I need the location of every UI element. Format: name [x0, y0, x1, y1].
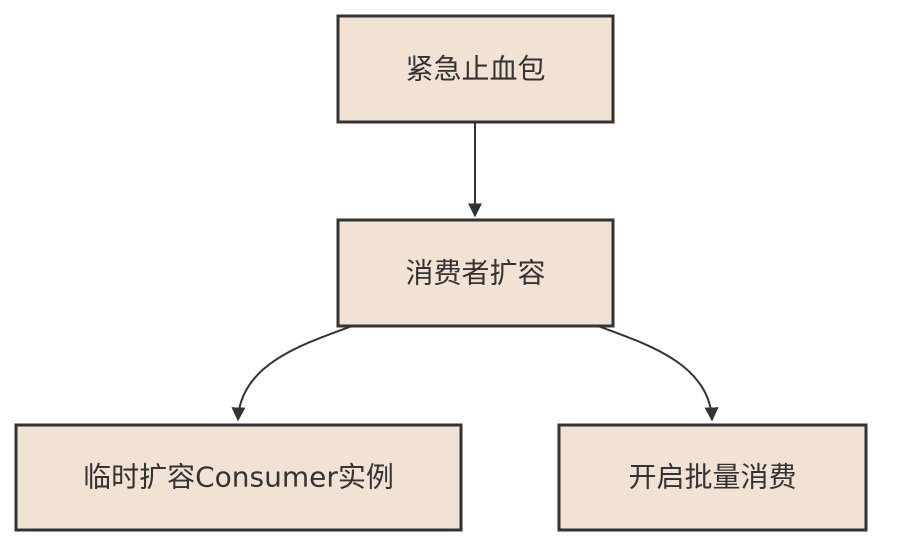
node-batch-consume-label: 开启批量消费: [628, 461, 796, 494]
node-scale-consumers-label: 消费者扩容: [405, 257, 545, 290]
edge-scale-to-temp: [231, 325, 353, 422]
node-emergency-label: 紧急止血包: [405, 53, 545, 86]
node-temp-instances-label: 临时扩容Consumer实例: [83, 461, 394, 494]
node-batch-consume[interactable]: 开启批量消费: [557, 423, 868, 532]
node-scale-consumers[interactable]: 消费者扩容: [336, 218, 615, 328]
edge-scale-to-batch: [597, 325, 719, 422]
node-temp-instances[interactable]: 临时扩容Consumer实例: [14, 423, 463, 532]
node-emergency[interactable]: 紧急止血包: [336, 14, 615, 124]
